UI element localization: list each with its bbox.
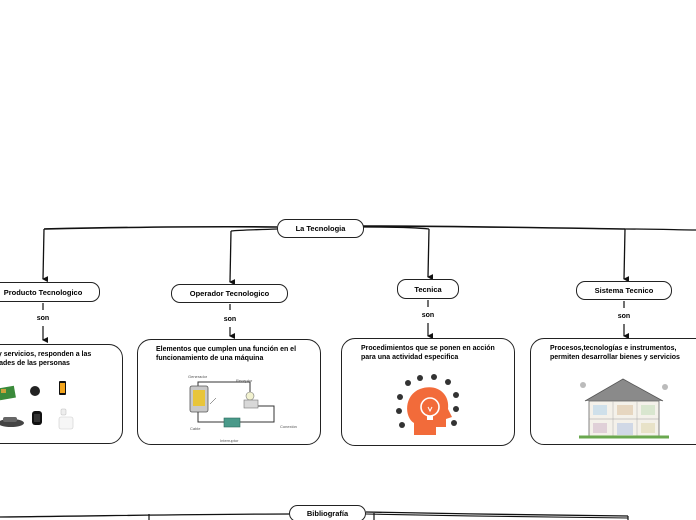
branch-description: Bienes y servicios, responden a las nece… [0,351,92,367]
circuit-label: Receptor [236,378,253,383]
circuit-label: Interruptor [220,438,239,443]
branch-box-sistema[interactable]: Procesos,tecnologías e instrumentos, per… [530,338,696,445]
electric-circuit-diagram: Generador Receptor Cable Interruptor Con… [188,374,297,443]
son-label: son [36,315,50,322]
branch-box-operador[interactable]: Elementos que cumplen una función en el … [137,339,321,445]
circuit-label: Conexión [280,424,297,429]
son-label: son [421,312,435,319]
bibliography-node[interactable]: Bibliografía [289,505,366,520]
branch-box-tecnica[interactable]: Procedimientos que se ponen en acción pa… [341,338,515,446]
root-label: La Tecnologia [295,224,346,233]
branch-title-label: Operador Tecnologico [189,289,270,298]
circuit-label: Generador [188,374,208,379]
head-lightbulb-gears-icon [396,374,459,435]
branch-description: Procesos,tecnologías e instrumentos, per… [550,345,680,361]
circuit-label: Cable [190,426,201,431]
son-label: son [617,313,631,320]
son-label: son [223,316,237,323]
branch-title-tecnica[interactable]: Tecnica [397,279,459,299]
branch-title-operador[interactable]: Operador Tecnologico [171,284,288,303]
branch-description: Elementos que cumplen una función en el … [156,346,297,362]
branch-title-label: Sistema Tecnico [594,286,654,295]
branch-box-producto[interactable]: Bienes y servicios, responden a las nece… [0,344,123,444]
bibliography-label: Bibliografía [306,509,349,518]
gadgets-illustration [0,381,74,430]
smart-house-illustration [579,378,669,439]
root-node[interactable]: La Tecnologia [277,219,364,238]
branch-title-sistema[interactable]: Sistema Tecnico [576,281,672,300]
branch-description: Procedimientos que se ponen en acción pa… [361,345,495,361]
branch-title-label: Producto Tecnologico [3,287,83,297]
branch-title-label: Tecnica [414,284,442,294]
branch-title-producto[interactable]: Producto Tecnologico [0,282,100,302]
